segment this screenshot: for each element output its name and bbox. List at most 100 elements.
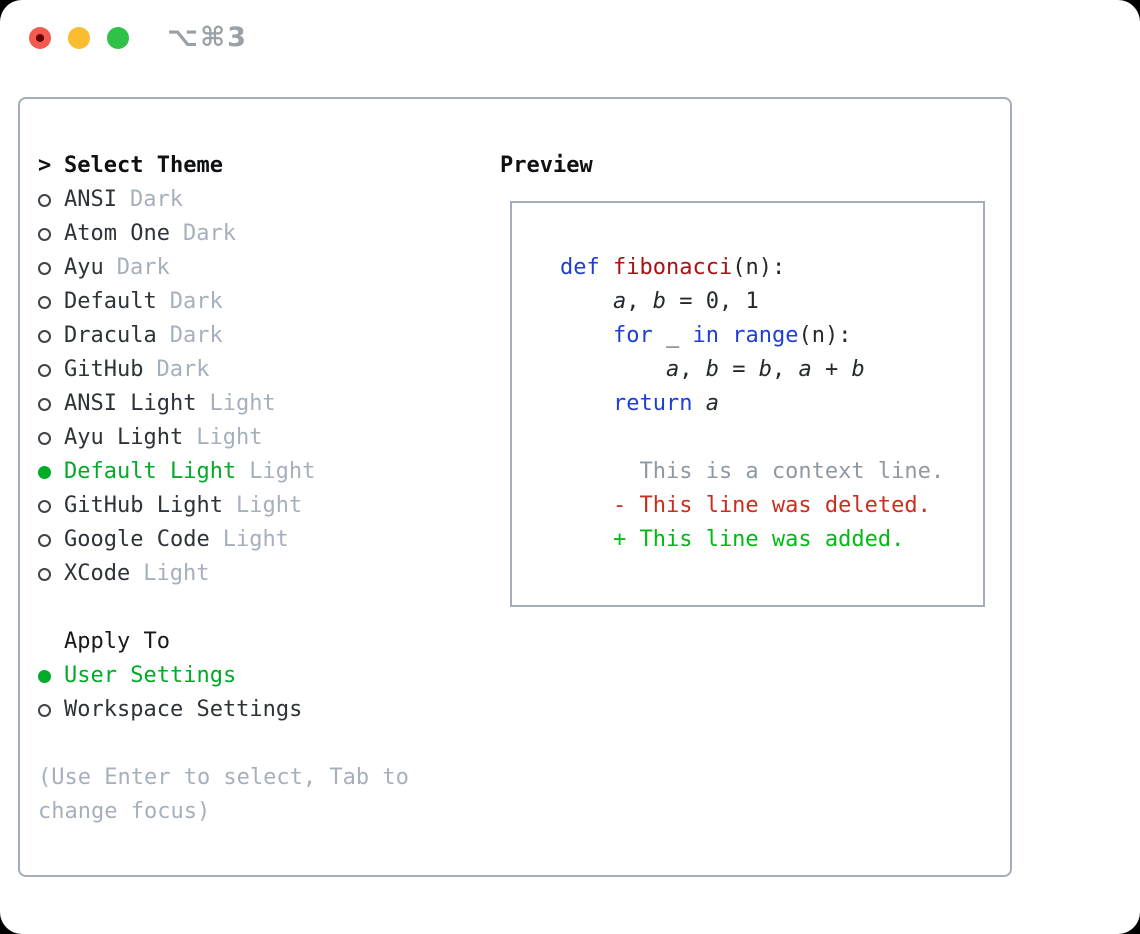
code-token (560, 289, 613, 314)
theme-tag: Light (143, 561, 210, 586)
theme-tag: Dark (169, 289, 223, 314)
radio-icon (38, 329, 64, 343)
theme-name: Default Light (64, 459, 237, 484)
code-token: + (811, 357, 852, 382)
code-content: a, b = 0, 1 (560, 285, 759, 319)
code-token (600, 255, 613, 280)
radio-icon (38, 499, 64, 513)
theme-tag: Dark (156, 357, 210, 382)
radio-icon (38, 465, 64, 479)
theme-item[interactable]: GitHub Light Light (38, 489, 500, 523)
code-line: return a (524, 387, 983, 421)
window-title: ⌥⌘3 (167, 22, 248, 53)
theme-item[interactable]: Google Code Light (38, 523, 500, 557)
code-token: _ (652, 323, 693, 348)
theme-name: Atom One (64, 221, 170, 246)
code-token: a (612, 289, 627, 314)
theme-tag: Dark (129, 187, 183, 212)
code-token: in (692, 323, 719, 348)
code-token (692, 391, 705, 416)
theme-name: Ayu Light (64, 425, 184, 450)
apply-to-header: Apply To (38, 625, 500, 659)
radio-icon (38, 295, 64, 309)
select-theme-header: > Select Theme (38, 149, 500, 183)
main-panel: > Select Theme ANSI Dark Atom One Dark A… (18, 97, 1012, 877)
theme-item[interactable]: ANSI Light Light (38, 387, 500, 421)
diff-text: This is a context line. (560, 459, 945, 484)
theme-item[interactable]: Ayu Light Light (38, 421, 500, 455)
diff-text: - This line was deleted. (560, 493, 931, 518)
code-token: = (718, 357, 759, 382)
code-content: a, b = b, a + b (560, 353, 865, 387)
theme-tag: Light (209, 391, 276, 416)
apply-to-item[interactable]: Workspace Settings (38, 693, 500, 727)
code-line: a, b = b, a + b (524, 353, 983, 387)
diff-text: + This line was added. (560, 527, 905, 552)
prompt-icon: > (38, 153, 52, 178)
code-token: a (705, 391, 719, 416)
code-token (560, 323, 613, 348)
theme-item[interactable]: GitHub Dark (38, 353, 500, 387)
radio-icon (38, 703, 64, 717)
apply-to-item[interactable]: User Settings (38, 659, 500, 693)
theme-tag: Dark (116, 255, 170, 280)
code-token (719, 323, 732, 348)
code-token: , (626, 289, 653, 314)
theme-item[interactable]: Default Dark (38, 285, 500, 319)
radio-icon (38, 397, 64, 411)
diff-preview: This is a context line. - This line was … (524, 455, 983, 557)
theme-item[interactable]: ANSI Dark (38, 183, 500, 217)
code-token: range (732, 323, 799, 348)
theme-item[interactable]: XCode Light (38, 557, 500, 591)
code-token: , (679, 357, 706, 382)
theme-tag: Light (249, 459, 316, 484)
zoom-button[interactable] (107, 27, 129, 49)
theme-item[interactable]: Ayu Dark (38, 251, 500, 285)
diff-line: This is a context line. (524, 455, 983, 489)
theme-name: Google Code (64, 527, 210, 552)
code-token: b (851, 357, 865, 382)
code-token: , (771, 357, 799, 382)
help-text: (Use Enter to select, Tab to change focu… (38, 765, 409, 824)
theme-item[interactable]: Atom One Dark (38, 217, 500, 251)
apply-to-label: User Settings (64, 663, 237, 688)
select-theme-title: Select Theme (64, 153, 223, 178)
radio-icon (38, 567, 64, 581)
minimize-button[interactable] (68, 27, 90, 49)
theme-name: XCode (64, 561, 131, 586)
code-token (560, 357, 666, 382)
preview-box: def fibonacci(n): a, b = 0, 1 for _ in r… (510, 201, 985, 607)
radio-icon (38, 533, 64, 547)
code-token: fibonacci (613, 255, 733, 280)
theme-name: Default (64, 289, 157, 314)
theme-item[interactable]: Dracula Dark (38, 319, 500, 353)
code-token: return (612, 391, 693, 416)
spacer (38, 591, 500, 625)
code-content: for _ in range(n): (560, 319, 851, 353)
diff-line: + This line was added. (524, 523, 983, 557)
code-token: b (652, 289, 666, 314)
code-token: b (758, 357, 772, 382)
theme-item[interactable]: Default Light Light (38, 455, 500, 489)
code-token: def (560, 255, 600, 280)
apply-to-title: Apply To (64, 629, 170, 654)
code-line: a, b = 0, 1 (524, 285, 983, 319)
theme-name: GitHub (64, 357, 144, 382)
apply-to-label: Workspace Settings (64, 697, 303, 722)
code-preview: def fibonacci(n): a, b = 0, 1 for _ in r… (524, 251, 983, 421)
theme-name: ANSI (64, 187, 117, 212)
close-button[interactable] (29, 27, 51, 49)
theme-tag: Light (222, 527, 289, 552)
theme-name: Dracula (64, 323, 157, 348)
radio-icon (38, 669, 64, 683)
code-token: b (705, 357, 719, 382)
titlebar: ⌥⌘3 (0, 0, 1140, 97)
theme-list: ANSI Dark Atom One Dark Ayu Dark Default… (38, 183, 500, 591)
code-content: return a (560, 387, 719, 421)
radio-icon (38, 261, 64, 275)
radio-icon (38, 193, 64, 207)
theme-tag: Dark (182, 221, 236, 246)
theme-select-section: > Select Theme ANSI Dark Atom One Dark A… (38, 149, 500, 875)
code-line: for _ in range(n): (524, 319, 983, 353)
